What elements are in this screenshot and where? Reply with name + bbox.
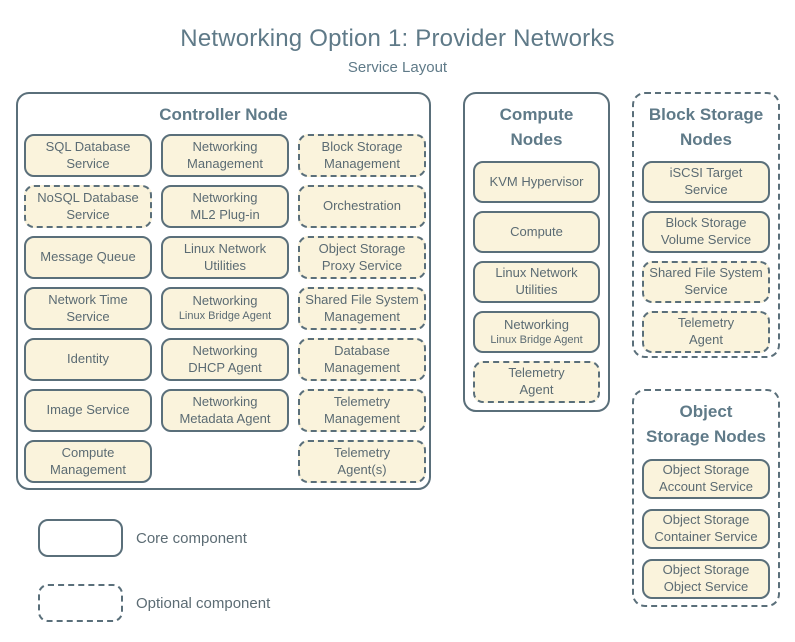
service-label: SQL Database Service: [45, 138, 131, 171]
page-subtitle: Service Layout: [347, 59, 448, 76]
service-sql-database: SQL Database Service: [24, 134, 152, 177]
service-object-storage-container: Object Storage Container Service: [642, 509, 770, 550]
service-networking-ml2-plugin: Networking ML2 Plug-in: [161, 185, 289, 228]
service-label: KVM Hypervisor: [489, 173, 584, 189]
legend-optional-label: Optional component: [136, 594, 271, 612]
block-storage-nodes-header: Block Storage Nodes: [648, 105, 764, 149]
service-label: Network Time Service: [48, 291, 128, 324]
service-label: Object Storage Proxy Service: [318, 240, 406, 273]
service-label: Telemetry Agent: [677, 315, 735, 348]
service-networking-dhcp-agent: Networking DHCP Agent: [161, 338, 289, 381]
service-telemetry-agent: Telemetry Agent: [473, 361, 600, 404]
legend-optional-row: Optional component: [38, 584, 270, 622]
service-telemetry-management: Telemetry Management: [298, 389, 426, 432]
controller-node-header: Controller Node: [159, 105, 288, 124]
service-image-service: Image Service: [24, 389, 152, 432]
service-label: Networking: [192, 293, 258, 309]
service-label: Compute: [510, 223, 563, 239]
object-storage-services-stack: Object Storage Account Service Object St…: [634, 449, 778, 600]
service-label: Object Storage Account Service: [659, 462, 753, 495]
controller-node-group: Controller Node SQL Database Service Net…: [16, 92, 431, 490]
service-orchestration: Orchestration: [298, 185, 426, 228]
service-object-storage-proxy: Object Storage Proxy Service: [298, 236, 426, 279]
service-label: Object Storage Object Service: [662, 562, 750, 595]
core-component-swatch: [38, 519, 123, 557]
service-label: Telemetry Agent: [508, 365, 565, 398]
service-shared-file-system-management: Shared File System Management: [298, 287, 426, 330]
service-networking-metadata-agent: Networking Metadata Agent: [161, 389, 289, 432]
service-label: Shared File System Management: [305, 291, 419, 324]
service-label: Networking ML2 Plug-in: [190, 189, 260, 222]
service-label: iSCSI Target Service: [669, 165, 743, 198]
service-label: NoSQL Database Service: [37, 189, 139, 222]
service-label: Orchestration: [322, 198, 402, 214]
service-block-storage-volume: Block Storage Volume Service: [642, 211, 770, 254]
service-kvm-hypervisor: KVM Hypervisor: [473, 161, 600, 204]
controller-services-grid: SQL Database Service Networking Manageme…: [24, 134, 426, 483]
service-compute-management: Compute Management: [24, 440, 152, 483]
compute-services-stack: KVM Hypervisor Compute Linux Network Uti…: [465, 152, 608, 404]
service-object-storage-account: Object Storage Account Service: [642, 459, 770, 500]
service-label: Networking DHCP Agent: [188, 342, 262, 375]
block-storage-services-stack: iSCSI Target Service Block Storage Volum…: [634, 152, 778, 354]
service-label: Database Management: [324, 342, 400, 375]
service-label: Block Storage Management: [321, 138, 403, 171]
service-label: Image Service: [46, 402, 130, 418]
service-compute: Compute: [473, 211, 600, 254]
grid-empty-cell: [161, 440, 289, 483]
compute-nodes-header: Compute Nodes: [499, 105, 574, 149]
service-object-storage-object: Object Storage Object Service: [642, 559, 770, 600]
service-database-management: Database Management: [298, 338, 426, 381]
service-telemetry-agents: Telemetry Agent(s): [298, 440, 426, 483]
service-message-queue: Message Queue: [24, 236, 152, 279]
service-sublabel: Linux Bridge Agent: [490, 334, 583, 347]
service-label: Linux Network Utilities: [183, 240, 267, 273]
service-label: Object Storage Container Service: [654, 512, 758, 545]
service-linux-network-utilities: Linux Network Utilities: [161, 236, 289, 279]
service-label: Identity: [67, 351, 109, 367]
legend-core-label: Core component: [136, 529, 247, 547]
service-label: Message Queue: [40, 249, 136, 265]
service-sublabel: Linux Bridge Agent: [178, 310, 272, 323]
legend-core-row: Core component: [38, 519, 247, 557]
service-identity: Identity: [24, 338, 152, 381]
service-block-storage-management: Block Storage Management: [298, 134, 426, 177]
service-telemetry-agent: Telemetry Agent: [642, 311, 770, 354]
service-networking-management: Networking Management: [161, 134, 289, 177]
service-label: Linux Network Utilities: [495, 265, 578, 298]
service-network-time: Network Time Service: [24, 287, 152, 330]
compute-nodes-group: Compute Nodes KVM Hypervisor Compute Lin…: [463, 92, 610, 412]
service-label: Compute Management: [50, 444, 126, 477]
page-title: Networking Option 1: Provider Networks: [180, 25, 615, 52]
service-linux-network-utilities: Linux Network Utilities: [473, 261, 600, 304]
object-storage-nodes-group: Object Storage Nodes Object Storage Acco…: [632, 389, 780, 607]
service-iscsi-target: iSCSI Target Service: [642, 161, 770, 204]
service-label: Telemetry Agent(s): [333, 444, 391, 477]
service-shared-file-system: Shared File System Service: [642, 261, 770, 304]
service-label: Networking Management: [187, 138, 263, 171]
service-label: Block Storage Volume Service: [660, 215, 752, 248]
service-label: Shared File System Service: [649, 265, 763, 298]
optional-component-swatch: [38, 584, 123, 622]
service-label: Networking Metadata Agent: [179, 393, 271, 426]
block-storage-nodes-group: Block Storage Nodes iSCSI Target Service…: [632, 92, 780, 358]
service-nosql-database: NoSQL Database Service: [24, 185, 152, 228]
service-label: Telemetry Management: [324, 393, 400, 426]
service-label: Networking: [503, 317, 570, 333]
object-storage-nodes-header: Object Storage Nodes: [646, 402, 766, 446]
